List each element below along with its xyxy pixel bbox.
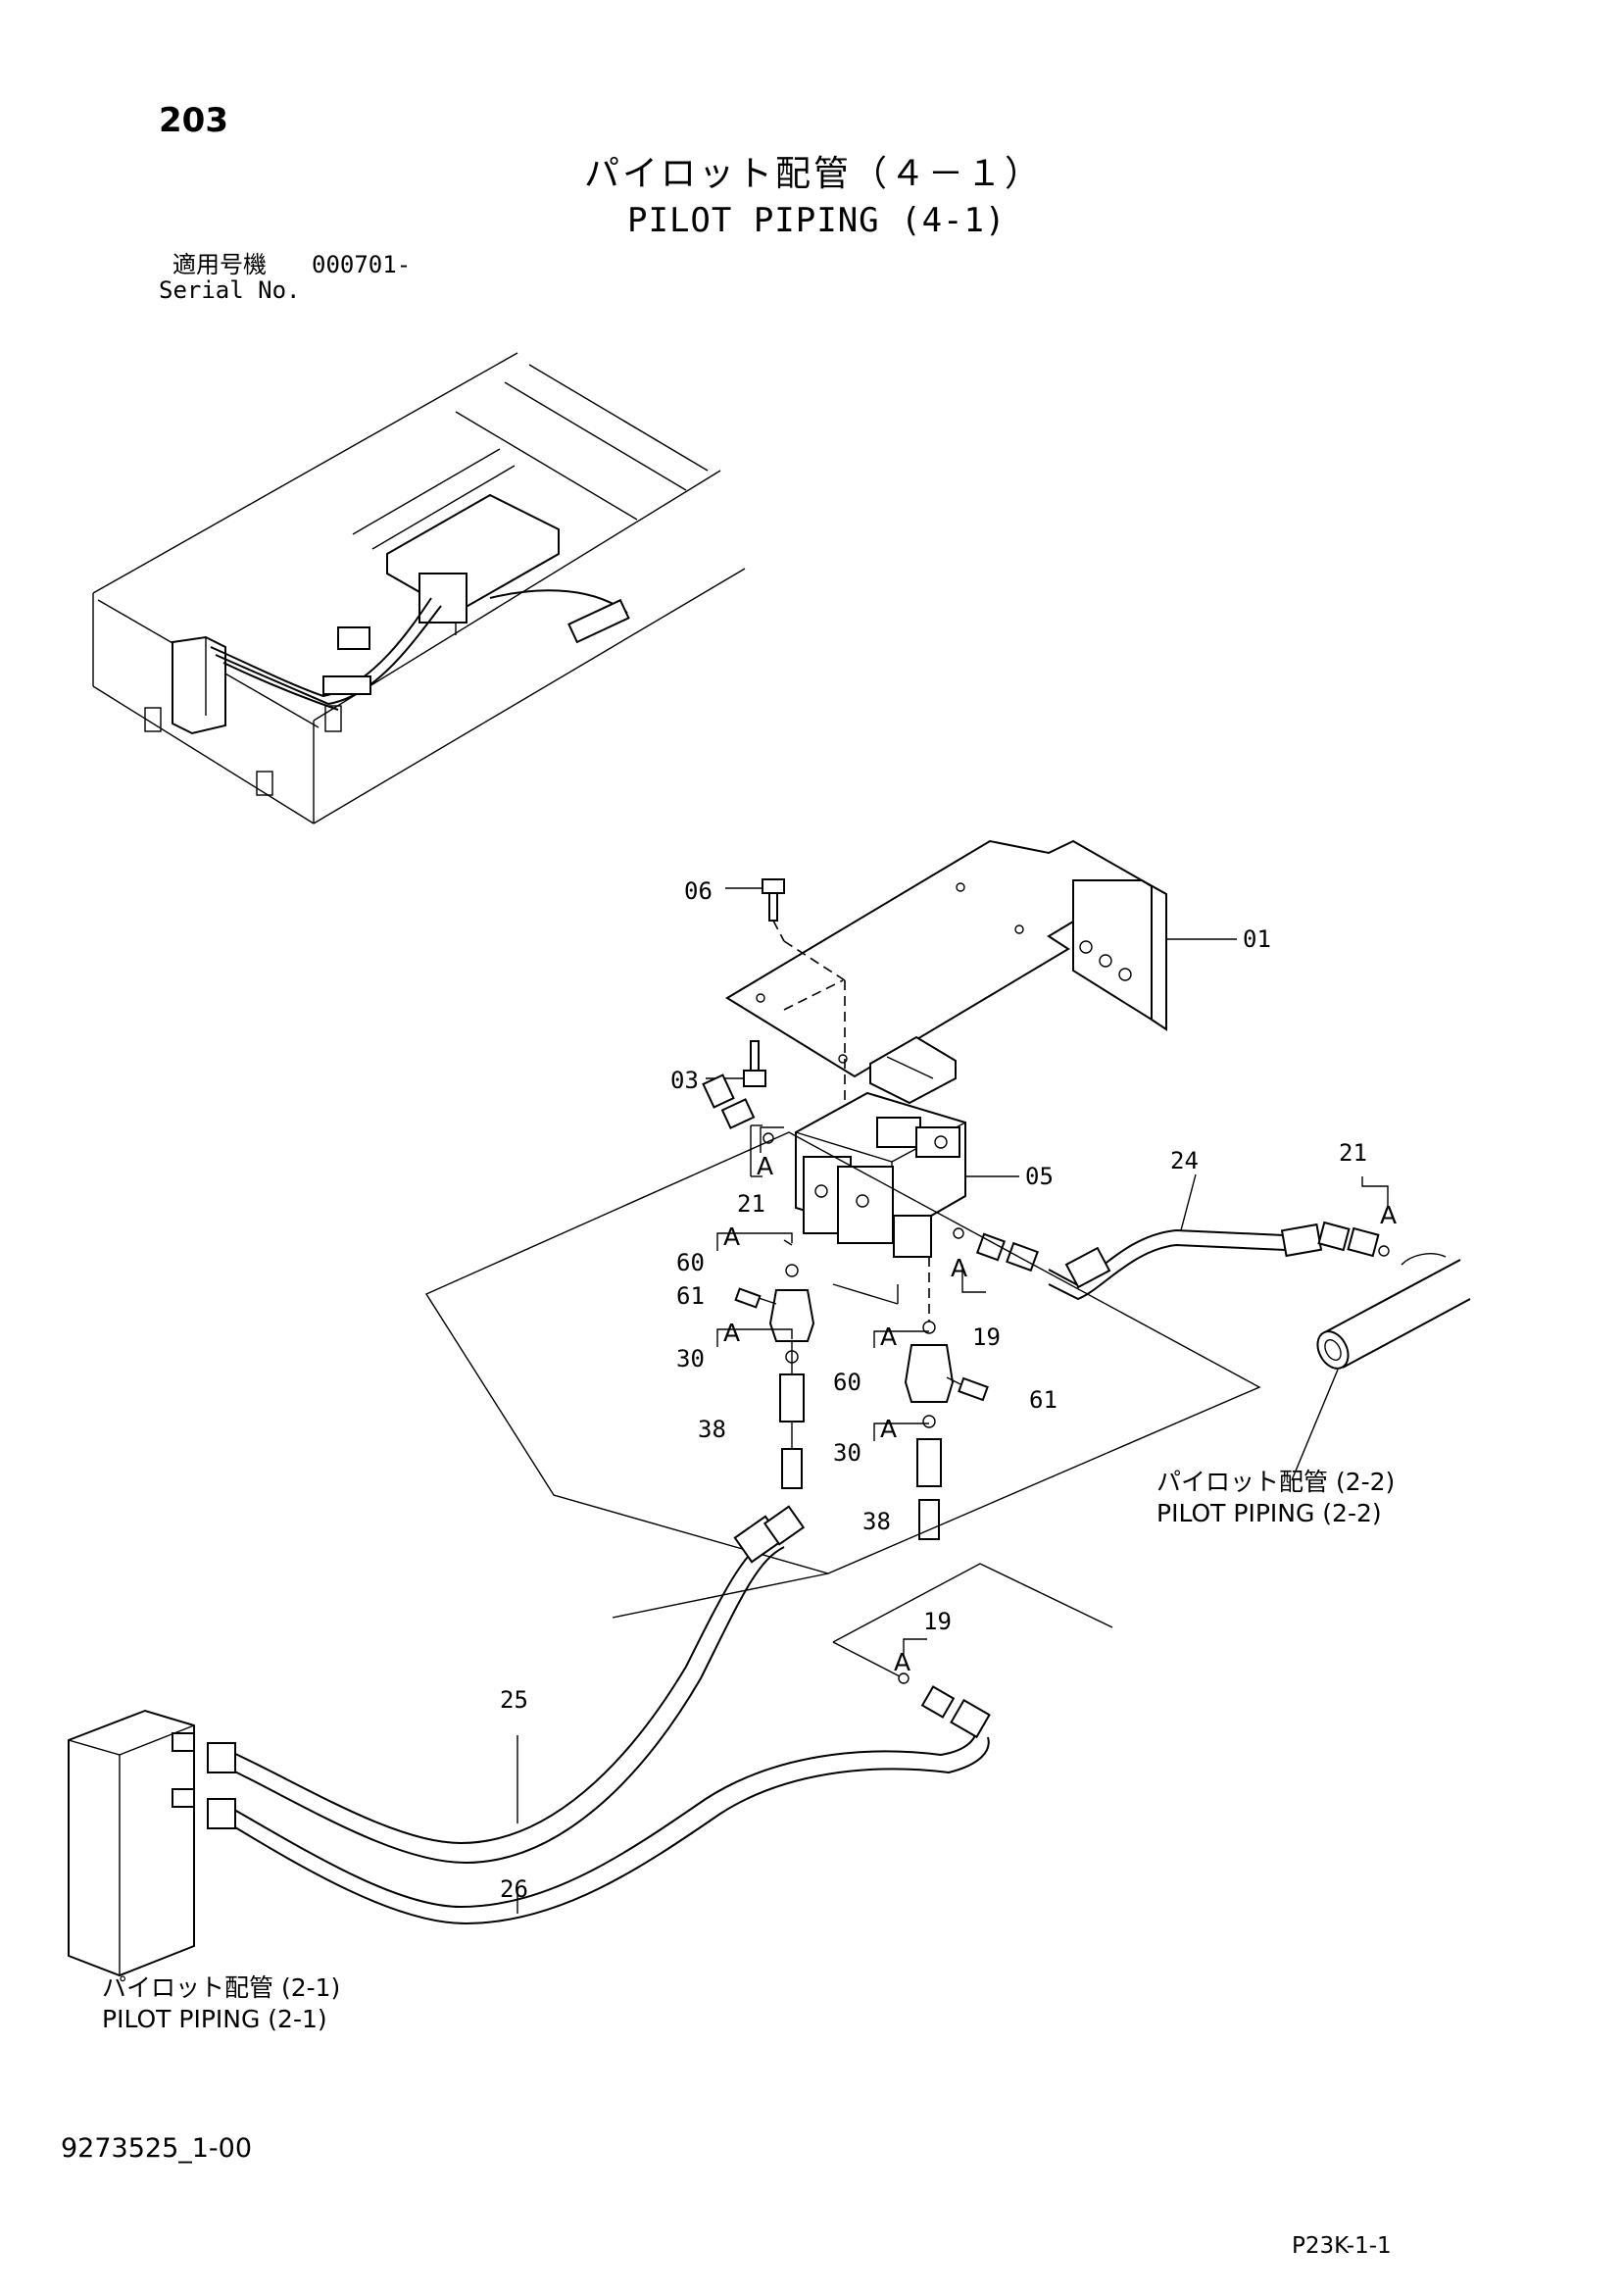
hoses-25-26 <box>207 1505 991 1925</box>
hose-24 <box>1048 1173 1390 1301</box>
callout-60-right: 60 <box>833 1369 861 1396</box>
callout-60-left: 60 <box>676 1249 705 1276</box>
callout-61-right: 61 <box>1029 1386 1057 1414</box>
ref-pilot-piping-2-2-en: PILOT PIPING (2-2) <box>1156 1499 1382 1527</box>
valve-block-05 <box>783 1091 1019 1322</box>
leader-25 <box>612 1572 829 1619</box>
ref-pilot-piping-2-1-jp: パイロット配管 (2-1) <box>102 1973 340 2002</box>
left-fitting-stack <box>734 1264 815 1489</box>
detail-mark-a-5: A <box>880 1415 897 1443</box>
callout-01: 01 <box>1243 925 1271 953</box>
detail-mark-a-6: A <box>951 1254 967 1282</box>
callout-05: 05 <box>1025 1163 1054 1190</box>
detail-mark-a-2: A <box>723 1223 740 1251</box>
callout-30-left: 30 <box>676 1345 705 1373</box>
right-fitting-stack <box>904 1321 989 1540</box>
title-japanese: パイロット配管（４－１） <box>584 154 1044 194</box>
callout-24: 24 <box>1170 1147 1199 1174</box>
ref-pilot-piping-2-2-jp: パイロット配管 (2-2) <box>1156 1468 1395 1496</box>
callout-38-left: 38 <box>698 1416 726 1443</box>
detail-mark-a-7: A <box>1380 1201 1397 1229</box>
detail-brackets <box>716 1126 1389 1655</box>
callout-21-right: 21 <box>1339 1139 1367 1167</box>
serial-value: 000701- <box>312 251 412 278</box>
bolt-03 <box>706 1040 766 1087</box>
ref-pilot-piping-2-1-en: PILOT PIPING (2-1) <box>102 2005 327 2033</box>
callout-26: 26 <box>500 1875 528 1903</box>
bracket-plate-01 <box>725 839 1237 1127</box>
detail-boundary-lower <box>832 1563 1113 1643</box>
detail-mark-a-1: A <box>757 1152 773 1180</box>
callout-03: 03 <box>670 1067 699 1094</box>
callout-19-upper: 19 <box>972 1323 1001 1351</box>
serial-label-english: Serial No. <box>159 276 301 304</box>
callout-25: 25 <box>500 1686 528 1714</box>
callout-06: 06 <box>684 877 713 905</box>
title-english: PILOT PIPING (4-1) <box>627 201 1007 240</box>
detail-mark-a-8: A <box>894 1648 910 1676</box>
callout-61-left: 61 <box>676 1282 705 1310</box>
callout-21-left: 21 <box>737 1190 765 1218</box>
detail-mark-a-3: A <box>723 1319 740 1347</box>
bolt-06 <box>725 878 785 942</box>
detail-mark-a-4: A <box>880 1323 897 1351</box>
serial-label-japanese: 適用号機 <box>172 251 267 278</box>
machine-frame-overview <box>92 352 746 824</box>
document-number: 9273525_1-00 <box>61 2133 253 2164</box>
left-block <box>68 1709 195 1977</box>
callout-38-right: 38 <box>862 1508 891 1535</box>
detail-boundary <box>424 1131 1261 1574</box>
callout-19-lower: 19 <box>923 1608 952 1635</box>
page-code: P23K-1-1 <box>1292 2233 1392 2259</box>
pipe-right <box>1291 1253 1471 1481</box>
elbow-fitting-21-left <box>702 1073 774 1177</box>
callout-30-right: 30 <box>833 1439 861 1467</box>
page-number: 203 <box>159 101 228 140</box>
